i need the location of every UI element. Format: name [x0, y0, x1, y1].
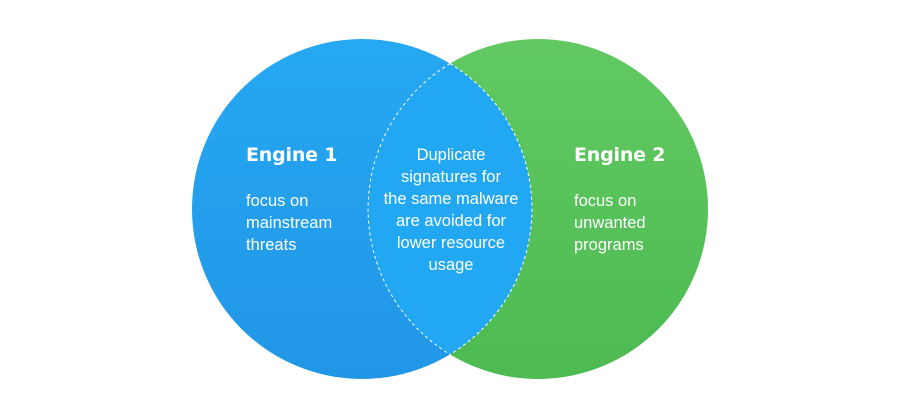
engine1-desc-line: focus on — [246, 192, 309, 210]
engine2-description: focus on unwanted programs — [574, 190, 704, 256]
engine2-desc-line: focus on — [574, 192, 637, 210]
engine1-desc-line: threats — [246, 236, 297, 254]
overlap-desc-line: signatures for — [401, 168, 501, 186]
overlap-desc-line: are avoided for — [395, 212, 507, 230]
engine1-dashed-edge — [449, 63, 533, 355]
overlap-region — [368, 39, 532, 379]
engine2-desc-line: unwanted — [574, 214, 646, 232]
overlap-desc-line: usage — [428, 256, 474, 274]
overlap-description: Duplicate signatures for the same malwar… — [372, 144, 530, 276]
engine2-title: Engine 2 — [574, 144, 666, 166]
overlap-desc-line: lower resource — [396, 234, 506, 252]
overlap-desc-line: the same malware — [383, 190, 519, 208]
overlap-desc-line: Duplicate — [416, 146, 486, 164]
engine2-desc-line: programs — [574, 236, 644, 254]
engine2-dashed-edge — [367, 63, 451, 355]
engine1-description: focus on mainstream threats — [246, 190, 376, 256]
engine1-desc-line: mainstream — [246, 214, 333, 232]
engine1-title: Engine 1 — [246, 144, 338, 166]
